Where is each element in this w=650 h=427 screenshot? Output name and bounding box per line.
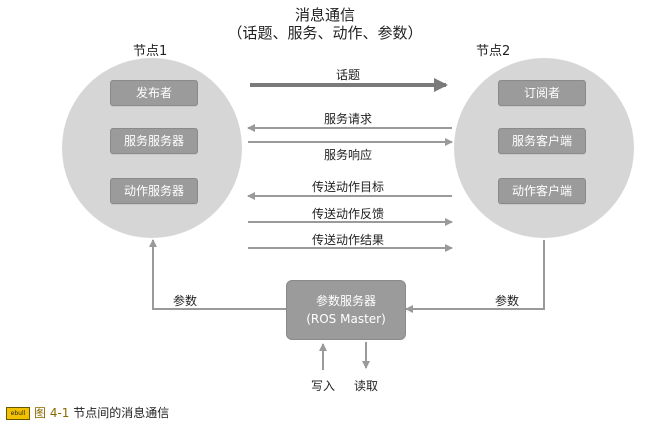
param-right-label: 参数 bbox=[494, 294, 519, 308]
subscriber-box: 订阅者 bbox=[498, 80, 586, 106]
param-arrow-left bbox=[149, 239, 286, 310]
topic-label: 话题 bbox=[335, 68, 360, 82]
parameter-server-title: 参数服务器 bbox=[315, 294, 376, 308]
publisher-box: 发布者 bbox=[110, 80, 198, 106]
write-label: 写入 bbox=[310, 379, 335, 393]
param-arrow-right bbox=[405, 240, 545, 313]
param-left-label: 参数 bbox=[172, 294, 197, 308]
service-server-box: 服务服务器 bbox=[110, 128, 198, 154]
action-client-box: 动作客户端 bbox=[498, 178, 586, 204]
read-label: 读取 bbox=[353, 379, 378, 393]
service-request-label: 服务请求 bbox=[323, 112, 372, 126]
action-server-box: 动作服务器 bbox=[110, 178, 198, 204]
parameter-server-box: 参数服务器 (ROS Master) bbox=[286, 280, 406, 340]
figure-number: 图 4-1 bbox=[34, 406, 70, 420]
action-goal-label: 传送动作目标 bbox=[311, 180, 384, 194]
diagram-subtitle: （话题、服务、动作、参数） bbox=[227, 24, 423, 42]
node1-label: 节点1 bbox=[133, 44, 168, 59]
service-response-label: 服务响应 bbox=[323, 148, 372, 162]
service-client-box: 服务客户端 bbox=[498, 128, 586, 154]
node2-label: 节点2 bbox=[476, 44, 511, 59]
figure-caption: ebull 图 4-1 节点间的消息通信 bbox=[6, 404, 169, 421]
action-feedback-label: 传送动作反馈 bbox=[311, 207, 384, 221]
caption-text: 节点间的消息通信 bbox=[69, 406, 170, 420]
caption-tag: ebull bbox=[6, 407, 30, 420]
ros-master-label: (ROS Master) bbox=[306, 312, 386, 326]
action-result-label: 传送动作结果 bbox=[311, 233, 384, 247]
diagram-title: 消息通信 bbox=[294, 6, 355, 24]
